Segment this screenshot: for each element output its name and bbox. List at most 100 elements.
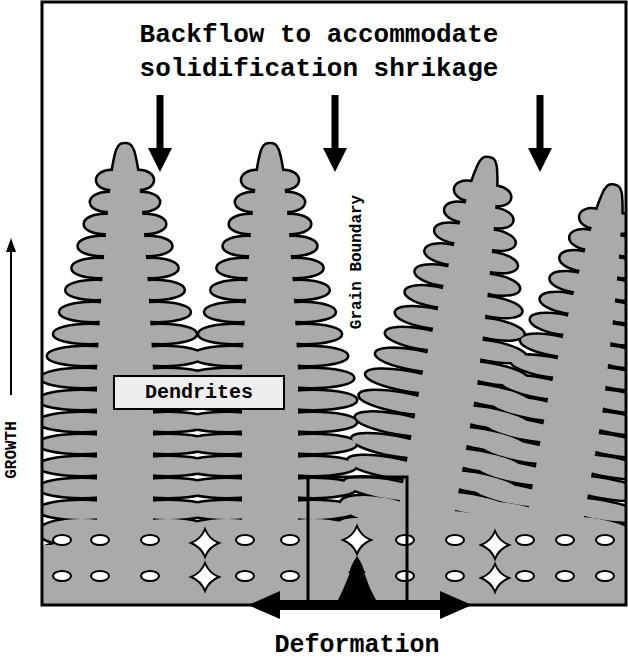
liquid-pocket bbox=[281, 535, 299, 545]
dendrite-arm bbox=[270, 413, 356, 431]
dendrite-arm bbox=[91, 193, 125, 211]
dendrite-arm bbox=[270, 215, 310, 233]
dendrite-arm bbox=[43, 413, 125, 431]
dendrite-arm bbox=[583, 342, 625, 371]
dendrite-arm bbox=[43, 435, 125, 453]
dendrite-arm bbox=[205, 303, 270, 321]
dendrite-arm bbox=[184, 479, 270, 497]
liquid-pocket bbox=[53, 535, 71, 545]
dendrite-arm bbox=[218, 259, 270, 277]
liquid-pocket bbox=[446, 571, 464, 581]
grain-boundary-label: Grain Boundary bbox=[348, 192, 366, 332]
dendrite-arm bbox=[54, 325, 125, 343]
dendrite-arm bbox=[199, 325, 270, 343]
dendrite-arm bbox=[125, 259, 177, 277]
solid-base bbox=[43, 545, 625, 604]
dendrite-arm bbox=[97, 171, 125, 189]
backflow-arrow bbox=[323, 95, 347, 172]
dendrite-arm bbox=[579, 207, 610, 230]
dendrite-arm bbox=[43, 435, 125, 453]
dendrite-arm bbox=[270, 325, 341, 343]
liquid-star bbox=[191, 563, 219, 591]
dendrite-arm bbox=[481, 184, 512, 207]
dendrite-arm bbox=[270, 281, 329, 299]
dendrite-arm bbox=[184, 457, 270, 475]
liquid-pocket bbox=[281, 571, 299, 581]
dendrite bbox=[454, 171, 625, 604]
dendrite-arm bbox=[576, 385, 625, 416]
liquid-pocket bbox=[141, 535, 159, 545]
dendrite-arm bbox=[462, 293, 523, 321]
dendrite-arm bbox=[270, 237, 316, 255]
dendrite-arm bbox=[470, 249, 519, 275]
dendrite-arm bbox=[211, 281, 270, 299]
liquid-pocket bbox=[396, 571, 414, 581]
liquid-pocket bbox=[516, 535, 534, 545]
dendrite-arm bbox=[434, 221, 477, 246]
dendrite-arm bbox=[270, 215, 310, 233]
dendrite-arm bbox=[218, 259, 270, 277]
dendrite-arm bbox=[270, 193, 304, 211]
dendrite-arm bbox=[559, 248, 602, 273]
dendrite-arm bbox=[125, 347, 202, 365]
dendrite-arm bbox=[199, 325, 270, 343]
dendrite-arm bbox=[242, 171, 270, 189]
dendrite-arm bbox=[125, 259, 177, 277]
liquid-pocket bbox=[141, 571, 159, 581]
dendrite-arm bbox=[125, 193, 159, 211]
dendrite-arm bbox=[270, 237, 316, 255]
dendrite-arm bbox=[466, 271, 521, 298]
dendrite-arm bbox=[125, 237, 171, 255]
dendrite-arm bbox=[43, 457, 125, 475]
dendrite-arm bbox=[454, 180, 485, 203]
liquid-pocket bbox=[236, 535, 254, 545]
dendrite-arm bbox=[66, 281, 125, 299]
dendrite-arm bbox=[43, 479, 125, 497]
dendrite-arm bbox=[85, 215, 125, 233]
dendrite-arm bbox=[184, 479, 270, 497]
liquid-pocket bbox=[556, 571, 574, 581]
dendrite-arm bbox=[458, 314, 525, 343]
dendrite-arm bbox=[270, 171, 298, 189]
dendrite-arm bbox=[595, 277, 625, 303]
dendrite-arm bbox=[270, 479, 356, 497]
dendrite-arm bbox=[43, 457, 125, 475]
dendrite-arm bbox=[236, 193, 270, 211]
dendrite-arm bbox=[270, 193, 304, 211]
liquid-pocket bbox=[396, 535, 414, 545]
dendrite bbox=[323, 143, 573, 604]
liquid-pocket bbox=[596, 571, 614, 581]
dendrite-arm bbox=[270, 259, 322, 277]
dendrite-arm bbox=[270, 457, 356, 475]
dendrite-arm bbox=[424, 241, 473, 267]
liquid-film bbox=[338, 556, 376, 600]
backflow-heading: Backflow to accommodate solidification s… bbox=[84, 18, 554, 86]
dendrite-arm bbox=[60, 303, 125, 321]
dendrite-arm bbox=[184, 501, 270, 519]
dendrite-arm bbox=[270, 435, 356, 453]
dendrite-arm bbox=[125, 325, 196, 343]
dendrite-arm bbox=[125, 303, 190, 321]
growth-label: GROWTH bbox=[3, 418, 21, 482]
dendrite-arm bbox=[270, 413, 356, 431]
dendrite-arm bbox=[211, 281, 270, 299]
dendrite-arm bbox=[205, 303, 270, 321]
dendrite-arm bbox=[125, 171, 153, 189]
liquid-pocket bbox=[596, 535, 614, 545]
dendrite-arm bbox=[579, 364, 625, 394]
dendrite-arm bbox=[270, 281, 329, 299]
liquid-pocket bbox=[91, 571, 109, 581]
dendrite-arm bbox=[125, 237, 171, 255]
dendrite-arm bbox=[270, 479, 356, 497]
dendrite-arm bbox=[125, 215, 165, 233]
dendrite-arm bbox=[549, 269, 598, 295]
dendrite-arm bbox=[97, 171, 125, 189]
liquid-star bbox=[191, 529, 219, 557]
dendrite-arm bbox=[54, 325, 125, 343]
dendrite-arm bbox=[125, 303, 190, 321]
dendrite-arm bbox=[599, 255, 625, 280]
outline-pass bbox=[43, 143, 625, 604]
backflow-arrow bbox=[528, 95, 552, 172]
dendrite-arm bbox=[539, 290, 594, 317]
growth-arrow-head bbox=[6, 238, 16, 252]
